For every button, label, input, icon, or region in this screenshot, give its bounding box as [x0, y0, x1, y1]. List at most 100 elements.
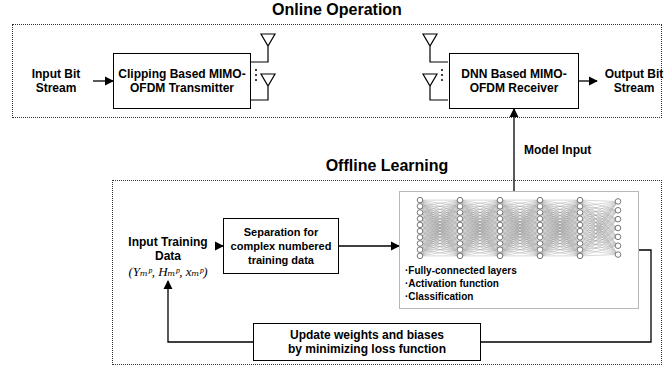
- network-link: [460, 200, 500, 201]
- region-heading: Online Operation: [13, 0, 661, 20]
- network-link: [500, 200, 540, 243]
- network-link: [460, 200, 500, 256]
- network-link: [460, 231, 500, 256]
- neuron: [417, 204, 423, 210]
- network-link: [580, 219, 618, 256]
- neuron: [457, 247, 463, 253]
- network-link: [540, 200, 580, 250]
- antenna-symbol: [423, 74, 448, 100]
- neuron: [615, 207, 621, 213]
- network-link: [460, 244, 500, 256]
- bullet-item: ·Activation function: [405, 277, 634, 290]
- network-link: [500, 200, 540, 250]
- network-link: [460, 200, 500, 256]
- network-link: [580, 201, 618, 249]
- network-link: [580, 228, 618, 256]
- dot: [441, 74, 443, 76]
- network-link: [420, 213, 460, 256]
- neuron: [497, 235, 503, 241]
- network-link: [540, 200, 580, 206]
- network-link: [540, 200, 580, 243]
- neuron: [417, 210, 423, 216]
- network-link: [500, 200, 540, 243]
- network-link: [500, 231, 540, 256]
- network-link: [460, 200, 500, 206]
- neuron: [615, 216, 621, 222]
- network-link: [420, 244, 460, 256]
- neuron: [537, 222, 543, 228]
- network-link: [460, 200, 500, 231]
- network-link: [420, 200, 460, 256]
- network-link: [420, 231, 460, 256]
- neuron: [417, 228, 423, 234]
- network-link: [420, 200, 460, 237]
- network-link: [460, 200, 500, 225]
- network-link: [420, 200, 460, 243]
- network-link: [540, 250, 580, 256]
- network-link: [540, 231, 580, 256]
- neuron: [457, 216, 463, 222]
- network-link: [500, 200, 540, 231]
- dot: [441, 69, 443, 71]
- network-link: [540, 244, 580, 256]
- network-link: [500, 206, 540, 256]
- neuron: [577, 210, 583, 216]
- network-link: [540, 200, 580, 212]
- network-link: [540, 250, 580, 256]
- network-link: [540, 200, 580, 231]
- region-heading: Offline Learning: [113, 156, 661, 176]
- neuron: [577, 204, 583, 210]
- neuron: [497, 204, 503, 210]
- network-link: [420, 200, 460, 250]
- network-link: [460, 237, 500, 256]
- network-link: [500, 200, 540, 206]
- network-link: [540, 200, 580, 201]
- neuron: [577, 222, 583, 228]
- network-link: [580, 201, 618, 255]
- network-link: [420, 206, 460, 256]
- connector-arrow: [168, 281, 253, 342]
- neuron: [417, 197, 423, 203]
- network-link: [540, 206, 580, 256]
- box-label: Input Bit Stream: [19, 67, 93, 95]
- network-link: [500, 206, 540, 256]
- neuron: [417, 241, 423, 247]
- box-label: Output Bit Stream: [597, 67, 666, 95]
- network-link: [420, 200, 460, 201]
- network-link: [540, 200, 580, 231]
- dot: [255, 69, 257, 71]
- neuron: [417, 235, 423, 241]
- network-link: [460, 200, 500, 250]
- network-link: [500, 200, 540, 212]
- bullet-item: ·Fully-connected layers: [405, 264, 634, 277]
- network-link: [460, 225, 500, 256]
- io-label: Output Bit Stream: [597, 67, 666, 95]
- network-link: [460, 200, 500, 225]
- network-link: [540, 200, 580, 206]
- neuron: [615, 234, 621, 240]
- connectors: [93, 81, 651, 342]
- network-link: [500, 200, 540, 231]
- neuron: [497, 210, 503, 216]
- neuron: [457, 228, 463, 234]
- dot: [255, 79, 257, 81]
- box-label: DNN Based MIMO-OFDM Receiver: [454, 67, 574, 95]
- edge-label: Model Input: [522, 143, 593, 157]
- neuron: [417, 216, 423, 222]
- network-link: [580, 210, 618, 231]
- network-link: [460, 200, 500, 212]
- network-link: [460, 206, 500, 256]
- neuron: [615, 243, 621, 249]
- network-neurons: [417, 197, 621, 258]
- network-link: [540, 200, 580, 219]
- bullet-item: ·Classification: [405, 290, 634, 303]
- network-link: [500, 225, 540, 256]
- box-label: Clipping Based MIMO-OFDM Transmitter: [118, 67, 246, 95]
- network-link: [500, 219, 540, 256]
- connector-arrow: [339, 245, 399, 246]
- network-link: [580, 255, 618, 256]
- network-link: [460, 250, 500, 256]
- network-link: [540, 206, 580, 256]
- network-link: [540, 225, 580, 256]
- network-link: [500, 200, 540, 225]
